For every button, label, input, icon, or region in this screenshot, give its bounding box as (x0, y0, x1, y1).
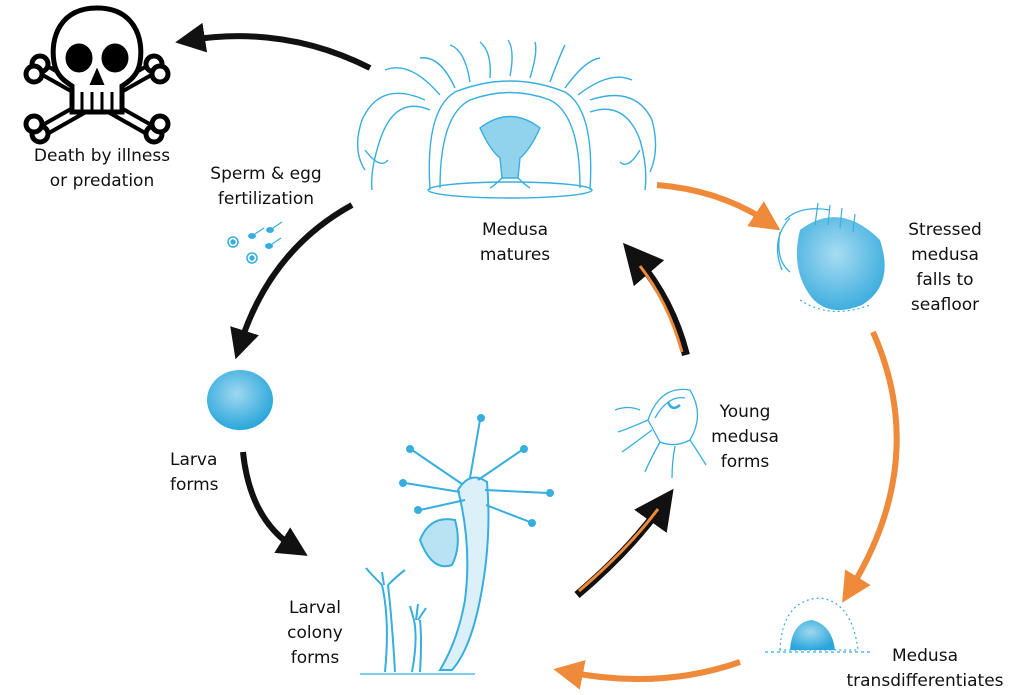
sperm-egg-icon (228, 222, 282, 263)
label-colony-line3: forms (270, 646, 360, 671)
label-death-line1: Death by illness (22, 144, 182, 169)
arrow-medusa-to-stressed (657, 185, 768, 222)
label-stressed-line3: falls to (890, 268, 1000, 293)
label-larva-line1: Larva (170, 448, 250, 473)
label-fertilization-line1: Sperm & egg (196, 162, 336, 187)
label-colony-line1: Larval (270, 596, 360, 621)
label-young-medusa-line3: forms (700, 450, 790, 475)
stressed-medusa-illustration (778, 203, 885, 311)
label-young-medusa: Young medusa forms (700, 400, 790, 475)
label-stressed-line1: Stressed (890, 218, 1000, 243)
label-death: Death by illness or predation (22, 144, 182, 194)
larva-illustration (207, 370, 273, 430)
label-fertilization-line2: fertilization (196, 187, 336, 212)
label-transdiff-line1: Medusa (840, 644, 1010, 669)
arrow-young-to-mature-orange (640, 266, 682, 352)
label-death-line2: or predation (22, 169, 182, 194)
arrow-medusa-to-death (190, 36, 370, 68)
larval-colony-illustration (360, 415, 553, 674)
label-fertilization: Sperm & egg fertilization (196, 162, 336, 212)
label-medusa-matures-line1: Medusa (460, 218, 570, 243)
label-medusa-matures: Medusa matures (460, 218, 570, 268)
label-transdiff-line2: transdifferentiates (840, 669, 1010, 694)
label-stressed-line2: medusa (890, 243, 1000, 268)
label-transdiff: Medusa transdifferentiates (840, 644, 1010, 694)
label-stressed-line4: seafloor (890, 293, 1000, 318)
label-medusa-matures-line2: matures (460, 243, 570, 268)
label-colony: Larval colony forms (270, 596, 360, 671)
skull-crossbones-icon (26, 8, 168, 142)
label-young-medusa-line2: medusa (700, 425, 790, 450)
mature-medusa-illustration (358, 40, 656, 198)
label-stressed: Stressed medusa falls to seafloor (890, 218, 1000, 318)
label-young-medusa-line1: Young (700, 400, 790, 425)
arrow-transdiff-to-colony (568, 662, 740, 679)
label-larva-line2: forms (170, 473, 250, 498)
label-larva: Larva forms (170, 448, 250, 498)
arrow-larva-to-colony (243, 452, 295, 548)
label-colony-line2: colony (270, 621, 360, 646)
arrow-stressed-to-transdiff (850, 332, 897, 590)
arrow-fertilization-to-larva (240, 205, 352, 345)
young-medusa-illustration (615, 389, 706, 478)
